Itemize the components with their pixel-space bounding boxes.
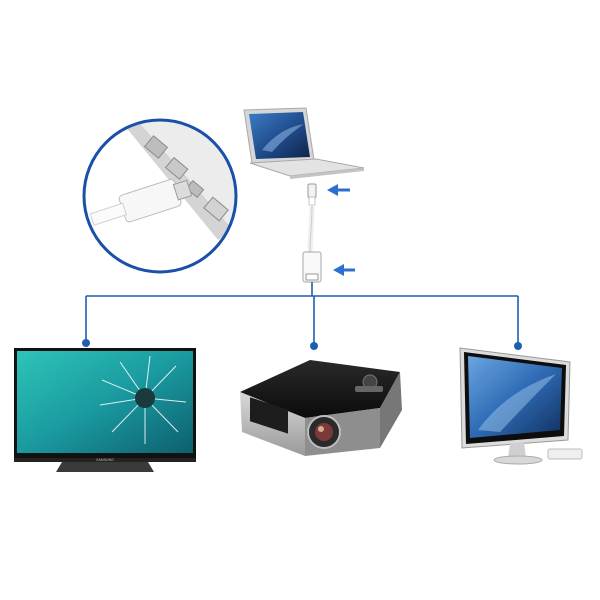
projector-connection-dot (310, 342, 318, 350)
tv-icon: SAMSUNG (14, 348, 196, 472)
distribution-lines (85, 282, 519, 345)
mini-displayport-to-hdmi-adapter-icon (302, 183, 322, 283)
arrow-to-cable (327, 184, 350, 196)
projector-icon (240, 360, 402, 456)
laptop-port-closeup-icon (82, 118, 238, 274)
arrow-to-adapter (333, 264, 355, 276)
tv-brand-label: SAMSUNG (96, 458, 114, 462)
laptop-icon (243, 107, 365, 179)
callout-ring (82, 118, 238, 274)
tv-connection-dot (82, 339, 90, 347)
monitor-connection-dot (514, 342, 522, 350)
monitor-icon (459, 347, 583, 465)
